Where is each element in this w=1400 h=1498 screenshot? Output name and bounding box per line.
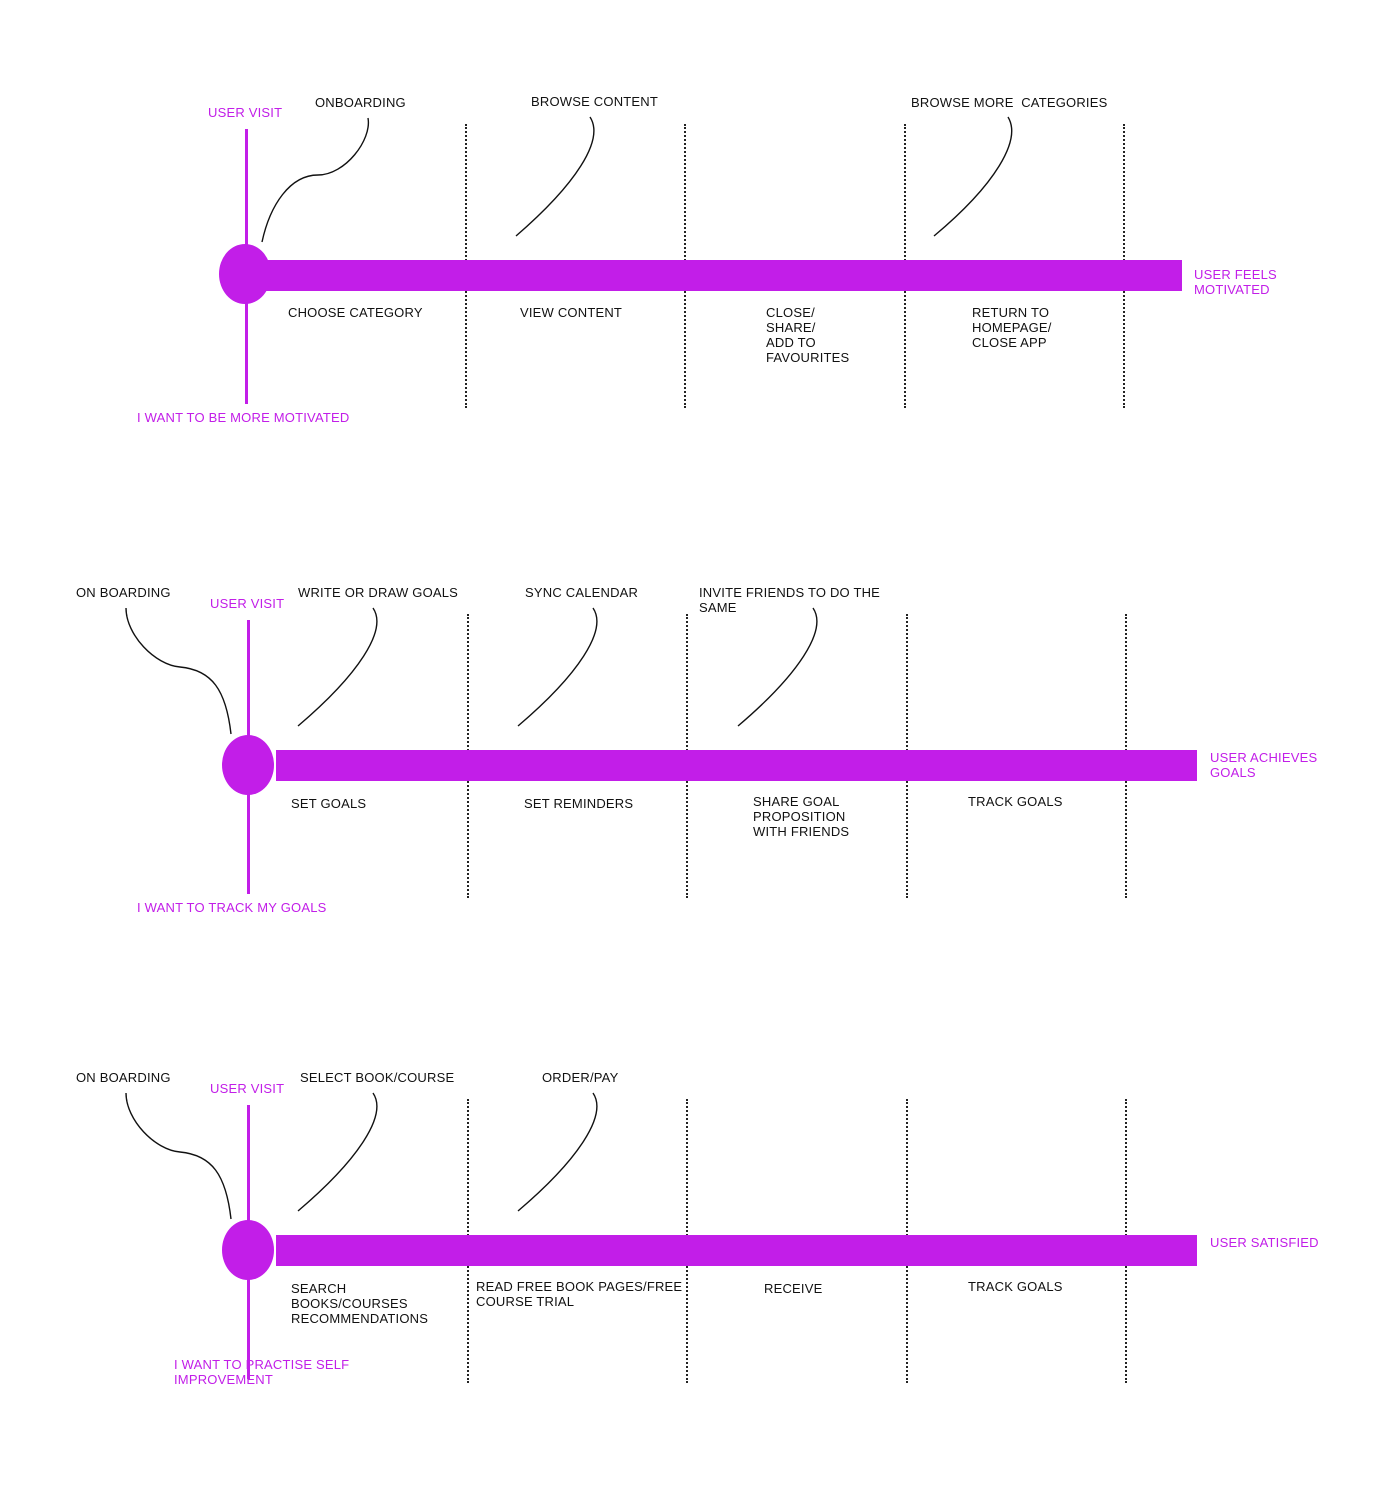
end-label: USER SATISFIED [1210, 1235, 1319, 1250]
connector-invite-friends [737, 607, 818, 727]
left-callout-label: ON BOARDING [76, 585, 171, 600]
left-callout-label: ON BOARDING [76, 1070, 171, 1085]
connector-on-boarding [125, 607, 232, 735]
connector-order-pay [517, 1092, 598, 1212]
start-node [222, 1220, 274, 1280]
step-label: VIEW CONTENT [520, 305, 623, 320]
user-flow-motivation: USER VISIT I WANT TO BE MORE MOTIVATED U… [0, 0, 1400, 490]
step-label: SEARCH BOOKS/COURSES RECOMMENDATIONS [291, 1281, 429, 1326]
start-node [219, 244, 271, 304]
journey-bar [276, 750, 1197, 781]
callout-label: BROWSE CONTENT [531, 94, 659, 109]
start-label: USER VISIT [210, 596, 285, 611]
user-flow-self-improvement: ON BOARDING USER VISIT I WANT TO PRACTIS… [0, 975, 1400, 1465]
step-label: SET REMINDERS [524, 796, 634, 811]
callout-label: BROWSE MORE CATEGORIES [911, 95, 1108, 110]
callout-label: ORDER/PAY [542, 1070, 619, 1085]
need-label: I WANT TO BE MORE MOTIVATED [137, 410, 350, 425]
callout-connectors [125, 1092, 598, 1220]
connector-browse-content [515, 116, 595, 237]
step-label: CLOSE/ SHARE/ ADD TO FAVOURITES [766, 305, 850, 365]
connector-write-or-draw-goals [297, 607, 378, 727]
connector-on-boarding [125, 1092, 232, 1220]
connector-sync-calendar [517, 607, 598, 727]
user-flow-goals: ON BOARDING USER VISIT I WANT TO TRACK M… [0, 490, 1400, 980]
journey-bar [262, 260, 1182, 291]
callout-label: INVITE FRIENDS TO DO THE SAME [699, 585, 881, 615]
step-label: SHARE GOAL PROPOSITION WITH FRIENDS [753, 794, 850, 839]
connector-onboarding [261, 117, 370, 243]
callout-connectors [261, 116, 1013, 243]
need-label: I WANT TO TRACK MY GOALS [137, 900, 327, 915]
start-label: USER VISIT [210, 1081, 285, 1096]
callout-label: SELECT BOOK/COURSE [300, 1070, 455, 1085]
step-label: SET GOALS [291, 796, 367, 811]
step-label: TRACK GOALS [968, 794, 1063, 809]
step-label: TRACK GOALS [968, 1279, 1063, 1294]
step-label: RETURN TO HOMEPAGE/ CLOSE APP [972, 305, 1052, 350]
end-label: USER ACHIEVES GOALS [1210, 750, 1318, 780]
need-label: I WANT TO PRACTISE SELF IMPROVEMENT [174, 1357, 350, 1387]
connector-select-book-course [297, 1092, 378, 1212]
start-node [222, 735, 274, 795]
end-label: USER FEELS MOTIVATED [1194, 267, 1277, 297]
start-label: USER VISIT [208, 105, 283, 120]
callout-connectors [125, 607, 818, 735]
callout-label: ONBOARDING [315, 95, 406, 110]
step-label: RECEIVE [764, 1281, 823, 1296]
step-label: CHOOSE CATEGORY [288, 305, 423, 320]
callout-label: SYNC CALENDAR [525, 585, 639, 600]
step-label: READ FREE BOOK PAGES/FREE COURSE TRIAL [476, 1279, 683, 1309]
journey-bar [276, 1235, 1197, 1266]
callout-label: WRITE OR DRAW GOALS [298, 585, 459, 600]
connector-browse-more-categories [933, 116, 1013, 237]
